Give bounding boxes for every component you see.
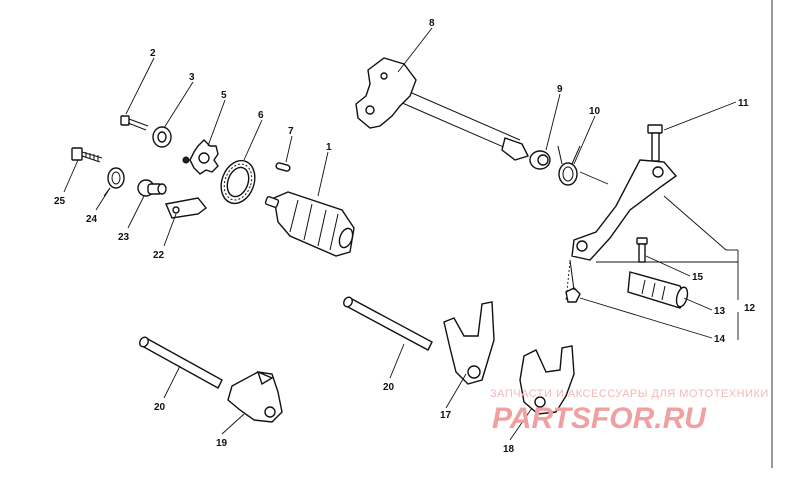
part-nut-14: [565, 259, 581, 303]
callout-20-right: 20: [383, 382, 395, 393]
part-fork-18: [519, 345, 575, 415]
part-shift-shaft-8: [355, 57, 529, 161]
callout-14: 14: [714, 334, 726, 345]
callout-9: 9: [557, 84, 563, 95]
part-bolt-25: [71, 147, 103, 163]
part-spring-24: [103, 167, 125, 197]
callout-8: 8: [429, 18, 435, 29]
callout-11: 11: [738, 98, 749, 109]
callout-17: 17: [440, 410, 452, 421]
watermark-tagline: ЗАПЧАСТИ И АКСЕССУАРЫ ДЛЯ МОТОТЕХНИКИ: [490, 388, 769, 400]
callout-15: 15: [692, 272, 704, 283]
part-spring-10: [557, 145, 581, 186]
part-fork-17: [443, 301, 495, 385]
callout-24: 24: [86, 214, 98, 225]
callout-6: 6: [258, 110, 264, 121]
part-pin-7: [275, 162, 291, 172]
part-bolt-11: [647, 124, 663, 162]
callout-12: 12: [744, 303, 756, 314]
callout-22: 22: [153, 250, 165, 261]
part-star-cam-5: [182, 139, 219, 175]
callout-13: 13: [714, 306, 726, 317]
callout-2: 2: [150, 48, 156, 59]
part-bolt-2: [120, 115, 149, 131]
callout-10: 10: [589, 106, 601, 117]
callout-20-left: 20: [154, 402, 166, 413]
watermark: ЗАПЧАСТИ И АКСЕССУАРЫ ДЛЯ МОТОТЕХНИКИ PA…: [490, 388, 769, 435]
callout-18: 18: [503, 444, 515, 455]
leader-lines: [63, 27, 739, 441]
callout-7: 7: [288, 126, 294, 137]
callout-1: 1: [326, 142, 332, 153]
callout-19: 19: [216, 438, 228, 449]
part-bearing-6: [220, 159, 256, 205]
part-lever-arm-12: [571, 159, 678, 261]
callout-23: 23: [118, 232, 130, 243]
callout-numbers: 2 3 5 6 7 1 8 9 10 11 12 13 14 15 17 18 …: [54, 18, 756, 455]
part-pin-15: [636, 237, 648, 263]
part-pawl-22: [165, 197, 207, 219]
part-rubber-13: [627, 271, 689, 309]
callout-5: 5: [221, 90, 227, 101]
part-shaft-20-right: [343, 296, 433, 351]
callout-25: 25: [54, 196, 66, 207]
callout-3: 3: [189, 72, 195, 83]
part-seal-9: [529, 150, 551, 170]
part-bushing-23: [137, 179, 167, 197]
part-shaft-20-left: [139, 336, 223, 389]
part-fork-19: [227, 370, 283, 423]
watermark-brand: PARTSFOR.RU: [492, 402, 707, 435]
part-bushing-3: [152, 126, 172, 148]
part-shift-drum-1: [264, 191, 355, 257]
